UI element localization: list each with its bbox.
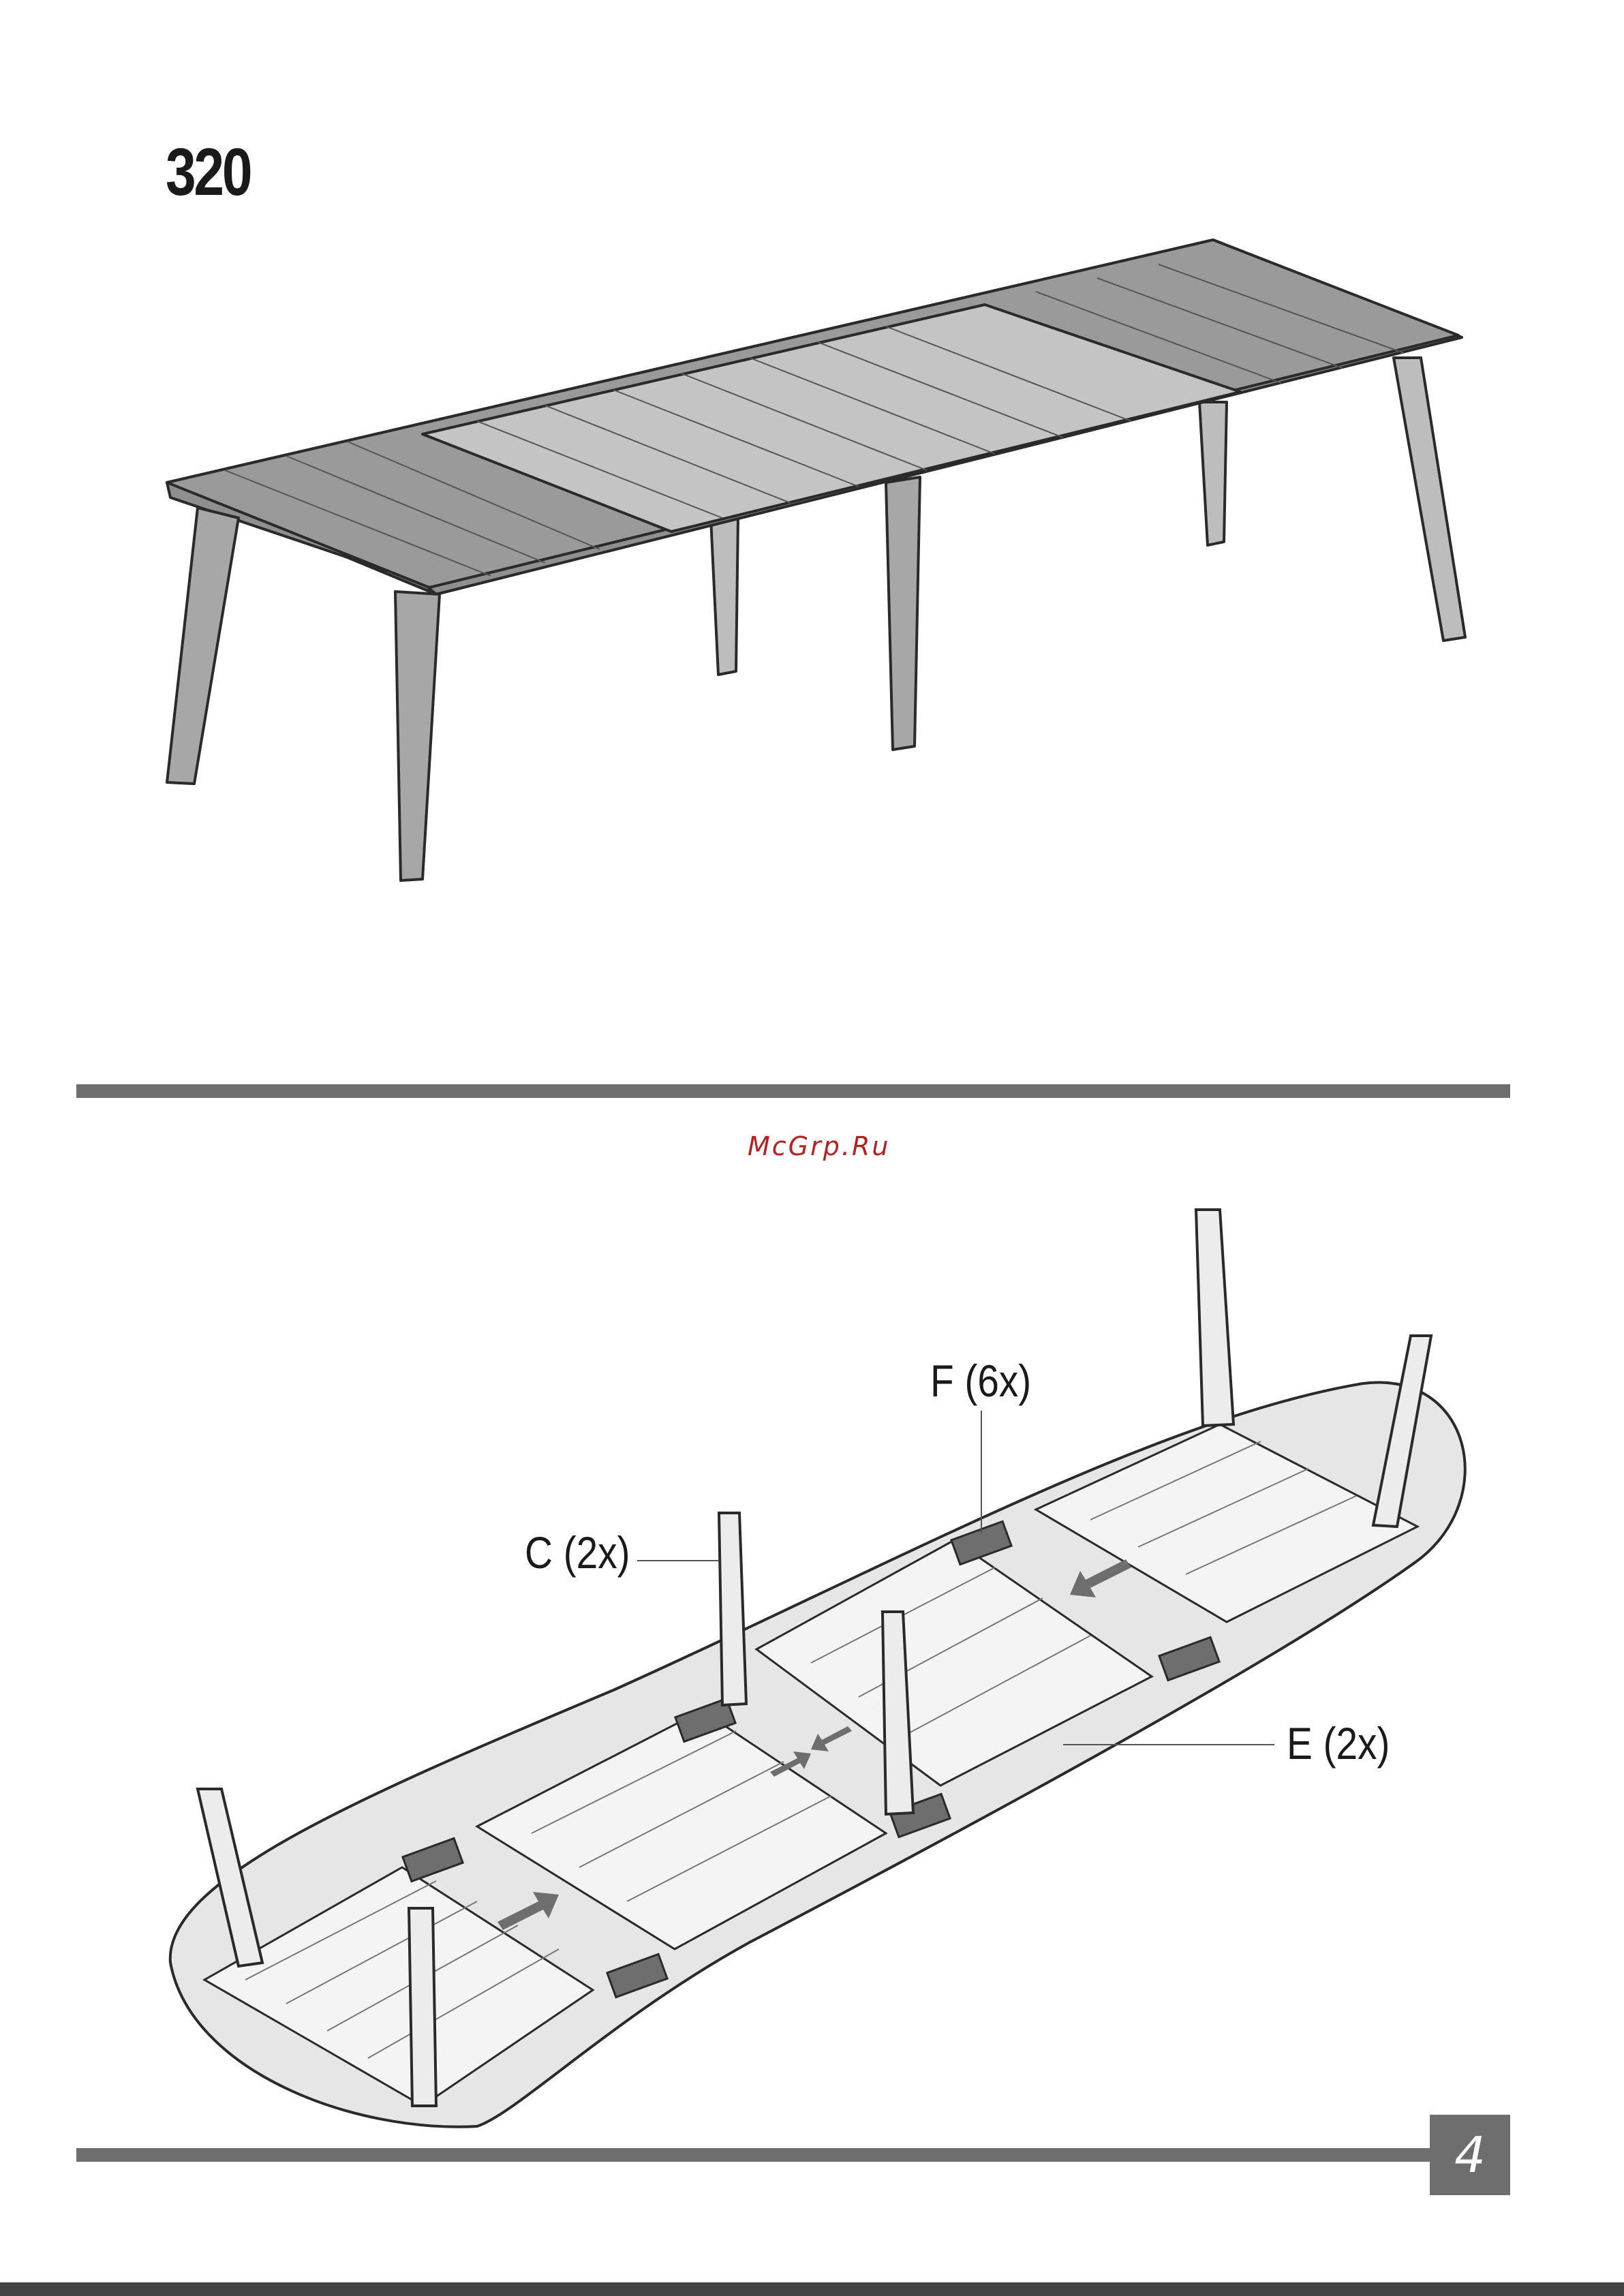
- assembly-illustration: [0, 0, 1624, 2181]
- footer-divider: [76, 2148, 1433, 2162]
- part-label-e: E (2x): [1287, 1717, 1390, 1769]
- part-label-f: F (6x): [930, 1355, 1031, 1407]
- leg-a: [409, 1908, 436, 2106]
- page-bottom-edge: [0, 2282, 1624, 2296]
- page-number: 4: [1430, 2115, 1510, 2195]
- leg-b: [1196, 1210, 1234, 1426]
- leg-c: [719, 1513, 746, 1705]
- part-label-c: C (2x): [525, 1527, 630, 1578]
